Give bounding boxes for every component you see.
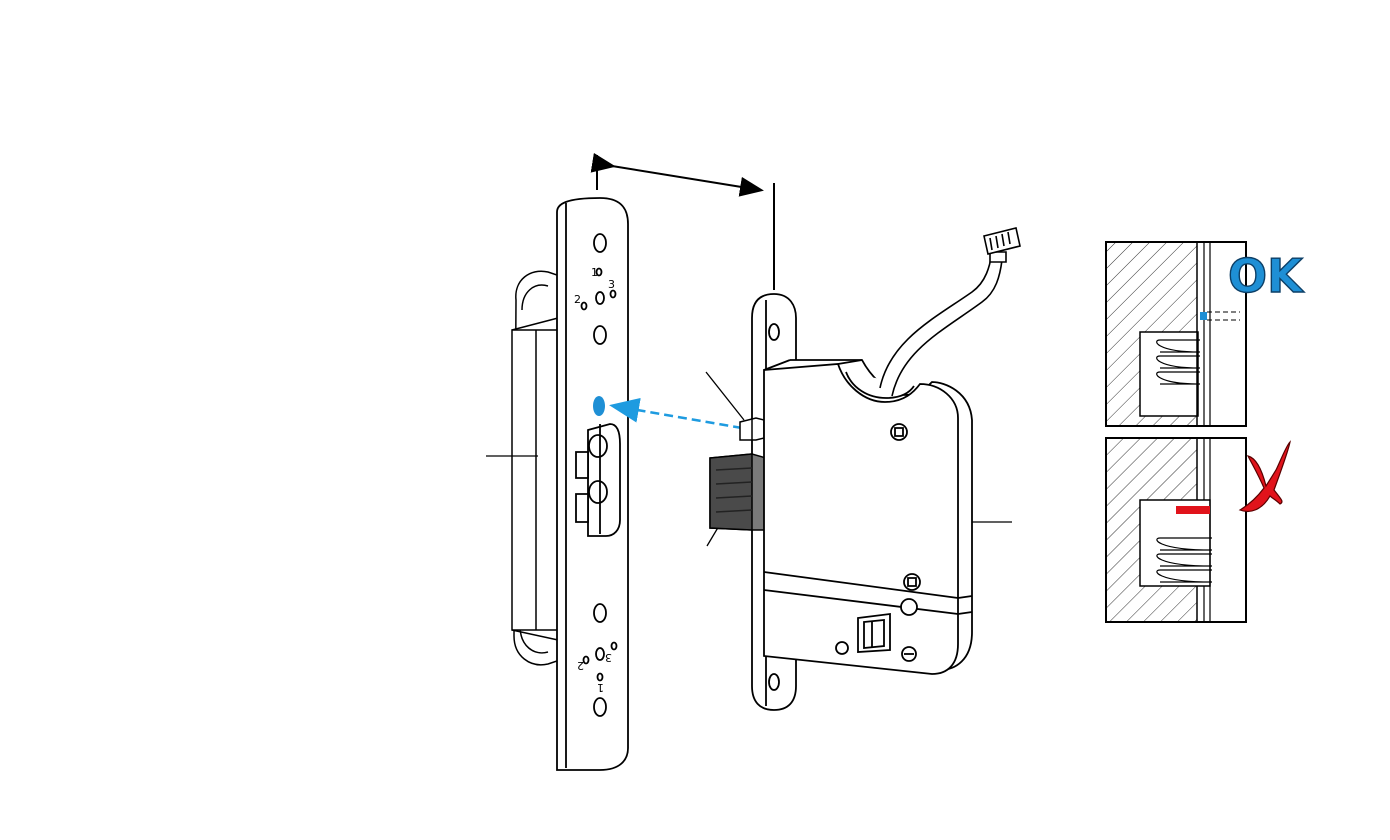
hole-number-bottom-1: 1 — [597, 681, 604, 694]
strike-plate — [557, 198, 628, 770]
incorrect-installation-detail — [1106, 438, 1290, 622]
ok-text-icon: OK — [1228, 249, 1305, 303]
correct-installation-detail: OK — [1106, 242, 1305, 426]
hole-number-bottom-3: 3 — [605, 651, 612, 664]
hole-number-top-3: 3 — [608, 278, 615, 291]
strike-box — [512, 271, 560, 665]
red-x-icon — [1240, 442, 1290, 511]
lock-body — [764, 360, 972, 674]
trigger-bolt — [740, 418, 764, 440]
latch-bolt — [710, 454, 766, 530]
hole-number-top-2: 2 — [574, 293, 581, 306]
hole-number-bottom-2: 2 — [577, 659, 584, 672]
lock-cable — [880, 228, 1020, 396]
alignment-dot-icon — [593, 396, 605, 416]
hole-number-top-1: 1 — [591, 266, 598, 279]
